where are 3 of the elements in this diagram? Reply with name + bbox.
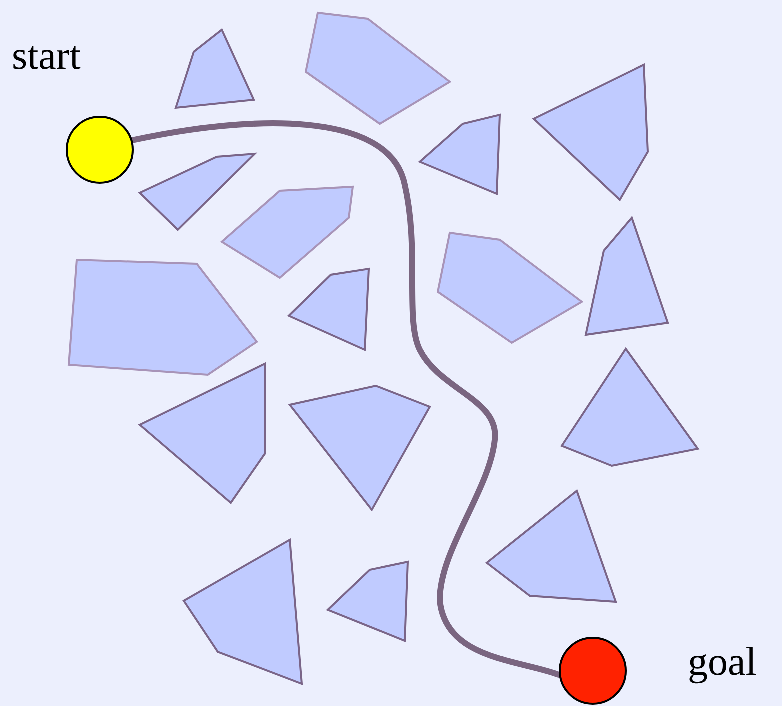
goal-label: goal <box>688 642 757 682</box>
path-line <box>130 120 562 678</box>
start-label: start <box>12 36 81 76</box>
